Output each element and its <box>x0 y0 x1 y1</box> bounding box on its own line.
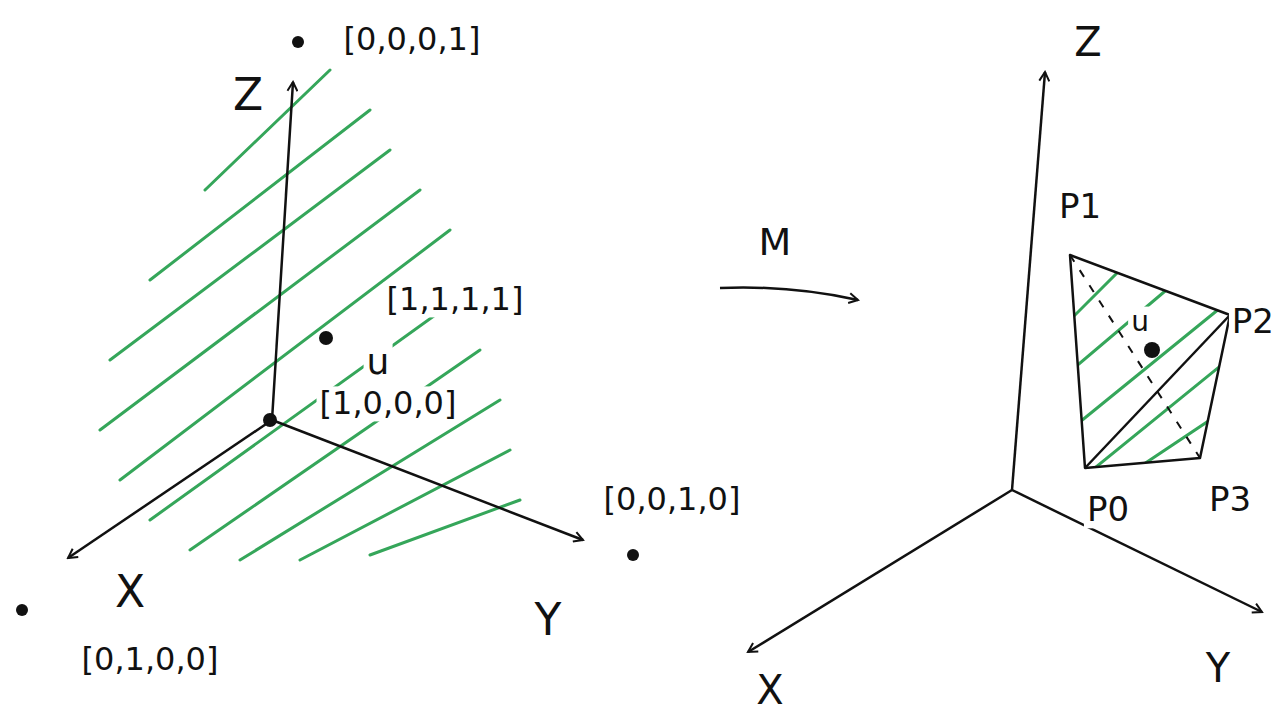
point-label: P1 <box>1056 188 1104 225</box>
point <box>292 36 304 48</box>
point-label: [1,0,0,0] <box>317 386 460 421</box>
x-axis <box>748 490 1012 652</box>
point-label: u <box>364 342 393 382</box>
point-label: Y <box>1203 646 1233 690</box>
z-axis <box>272 82 293 420</box>
hatch-strokes <box>1060 250 1240 480</box>
point <box>263 413 277 427</box>
right-axes <box>748 72 1262 652</box>
point-label: P3 <box>1206 481 1254 518</box>
point-label: Z <box>230 71 266 119</box>
point <box>627 549 639 561</box>
point-label: Z <box>1071 20 1104 64</box>
left-axes <box>68 82 583 558</box>
point-label: Y <box>532 596 565 644</box>
y-axis <box>272 420 583 540</box>
tetra-outline <box>1070 255 1230 468</box>
hidden-edge <box>1070 255 1200 458</box>
tetrahedron <box>1070 255 1230 468</box>
point-label: [1,1,1,1] <box>384 282 527 317</box>
points <box>16 36 639 616</box>
point-label: X <box>112 568 148 616</box>
point <box>1144 342 1160 358</box>
point-label: X <box>753 668 786 712</box>
x-axis <box>68 420 272 558</box>
point-label: [0,1,0,0] <box>79 642 222 677</box>
point-label: [0,0,1,0] <box>601 482 744 517</box>
z-axis <box>1012 72 1045 490</box>
point <box>319 331 333 345</box>
point-label: P2 <box>1229 303 1277 340</box>
point-label: M <box>756 222 795 264</box>
point <box>16 604 28 616</box>
point-label: u <box>1128 307 1152 338</box>
tetra-hatching <box>1060 250 1240 480</box>
point-label: [0,0,0,1] <box>341 22 484 57</box>
mapping-arrow <box>720 288 858 301</box>
point-label: P0 <box>1084 491 1132 528</box>
